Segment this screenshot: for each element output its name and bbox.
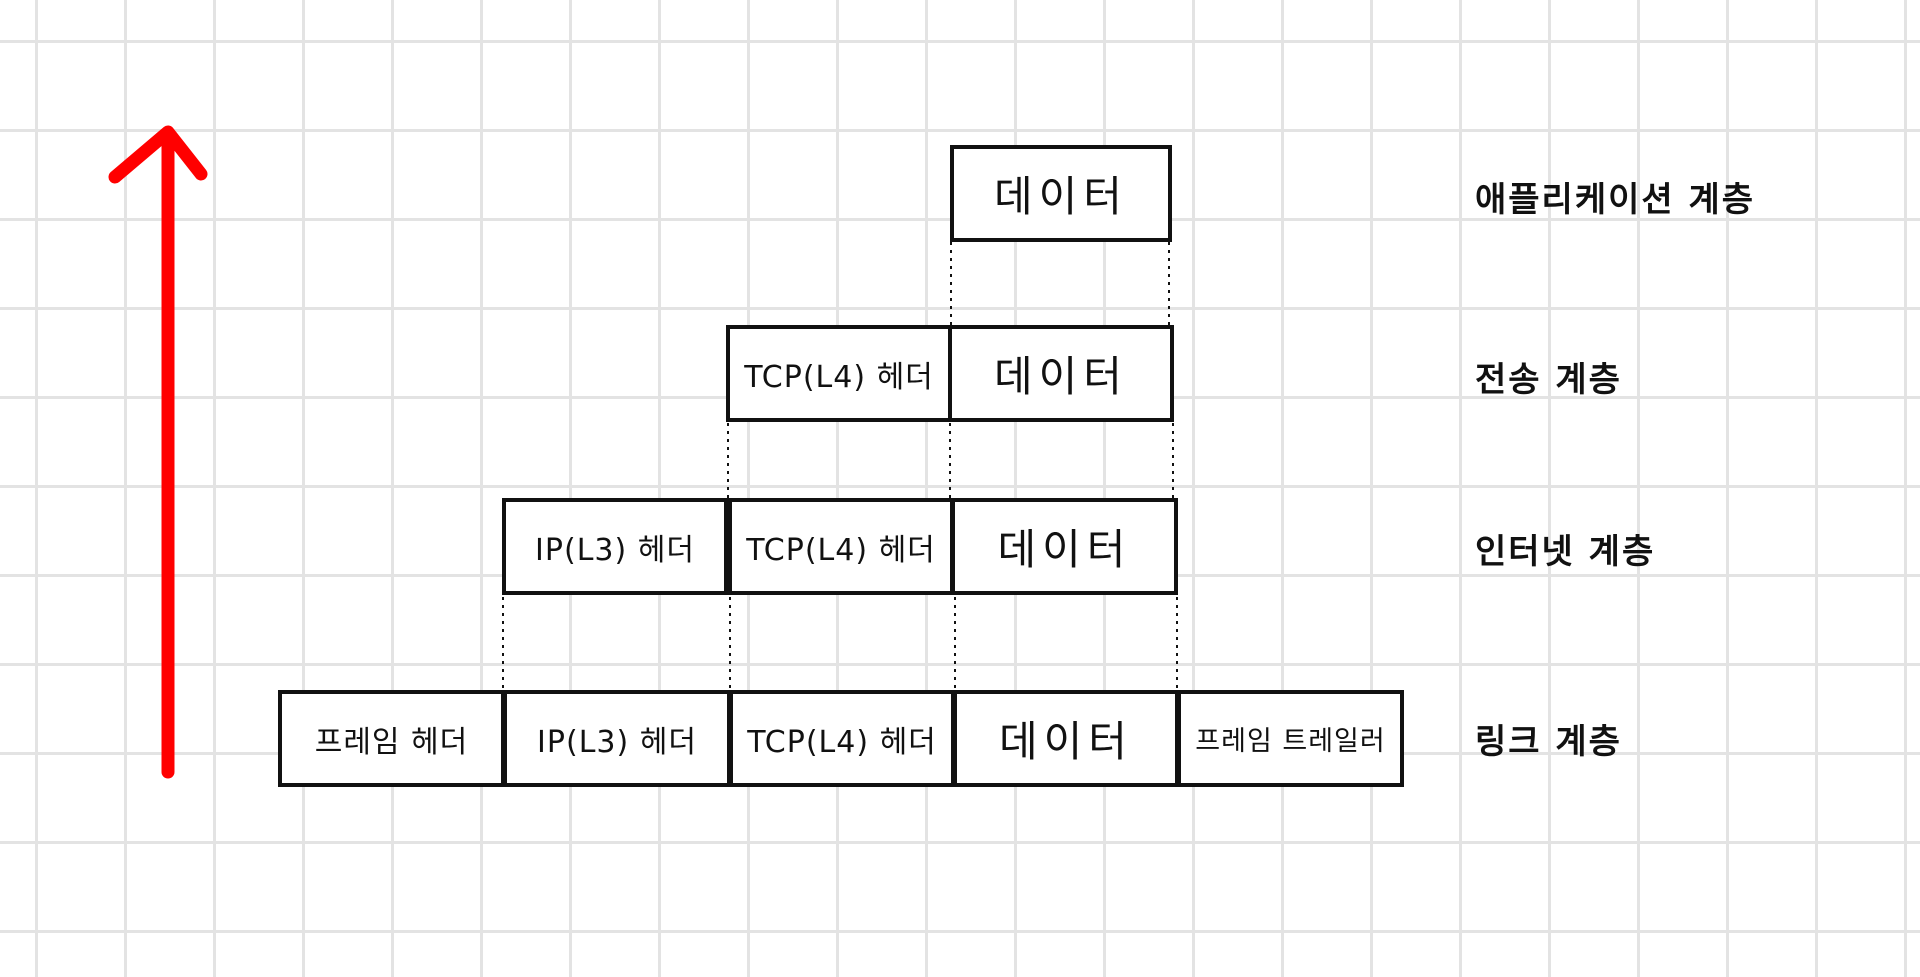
internet-data-box: 데이터 xyxy=(951,498,1178,595)
link-data-box: 데이터 xyxy=(953,690,1179,787)
app-data-box: 데이터 xyxy=(950,145,1172,242)
layer-label-application: 애플리케이션 계층 xyxy=(1475,180,1756,220)
internet-ip-header-box: IP(L3) 헤더 xyxy=(502,498,728,595)
link-tcp-header-box: TCP(L4) 헤더 xyxy=(729,690,955,787)
layer-label-internet: 인터넷 계층 xyxy=(1475,532,1656,572)
link-ip-header-box: IP(L3) 헤더 xyxy=(503,690,731,787)
transport-tcp-header-box: TCP(L4) 헤더 xyxy=(726,325,952,422)
link-frame-trailer-box: 프레임 트레일러 xyxy=(1177,690,1404,787)
layer-label-transport: 전송 계층 xyxy=(1475,360,1622,400)
link-frame-header-box: 프레임 헤더 xyxy=(278,690,505,787)
internet-tcp-header-box: TCP(L4) 헤더 xyxy=(728,498,954,595)
layer-label-link: 링크 계층 xyxy=(1475,722,1622,762)
transport-data-box: 데이터 xyxy=(948,325,1174,422)
